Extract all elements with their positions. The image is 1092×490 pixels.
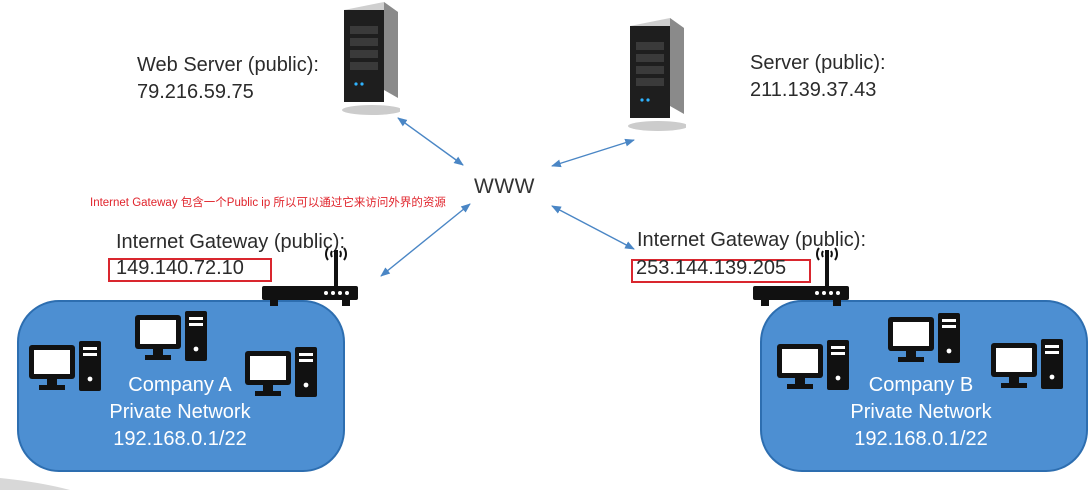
link-gateway-a-www (380, 203, 471, 277)
web-server-ip: 79.216.59.75 (137, 81, 254, 103)
annotation-note: Internet Gateway 包含一个Public ip 所以可以通过它来访… (90, 197, 446, 209)
company-a-label: Company A Private Network 192.168.0.1/22 (80, 372, 280, 453)
company-a-network (17, 300, 345, 472)
web-server-icon (342, 2, 400, 115)
company-b-network-type: Private Network (850, 401, 992, 423)
web-server-name: Web Server (public): (137, 54, 319, 76)
computer-icon (888, 313, 960, 363)
computer-icon (245, 347, 317, 397)
gateway-a-name: Internet Gateway (public): (116, 231, 345, 253)
router-a-icon (262, 247, 358, 306)
gateway-b-name: Internet Gateway (public): (637, 229, 866, 251)
computer-icon (991, 339, 1063, 389)
gateway-b-ip-highlight (631, 259, 811, 283)
company-b-cidr: 192.168.0.1/22 (854, 428, 988, 450)
link-webserver-www (397, 117, 464, 166)
link-server-www (551, 138, 635, 168)
gateway-a-ip: 149.140.72.10 (116, 257, 244, 279)
gateway-b-ip: 253.144.139.205 (636, 257, 787, 279)
company-a-network-type: Private Network (109, 401, 251, 423)
server-icon (628, 18, 686, 131)
server-ip: 211.139.37.43 (750, 79, 877, 101)
computer-icon (29, 341, 101, 391)
page-curl-shadow (0, 478, 70, 490)
internet-label: WWW (474, 175, 535, 198)
company-a-name: Company A (128, 374, 232, 396)
company-b-name: Company B (868, 374, 974, 396)
company-b-label: Company B Private Network 192.168.0.1/22 (821, 372, 1021, 453)
server-name: Server (public): (750, 52, 886, 74)
link-gateway-b-www (551, 205, 635, 250)
gateway-a-ip-highlight (108, 258, 272, 282)
computer-icon (135, 311, 207, 361)
router-b-icon (753, 247, 849, 306)
company-a-cidr: 192.168.0.1/22 (113, 428, 247, 450)
computer-icon (777, 340, 849, 390)
